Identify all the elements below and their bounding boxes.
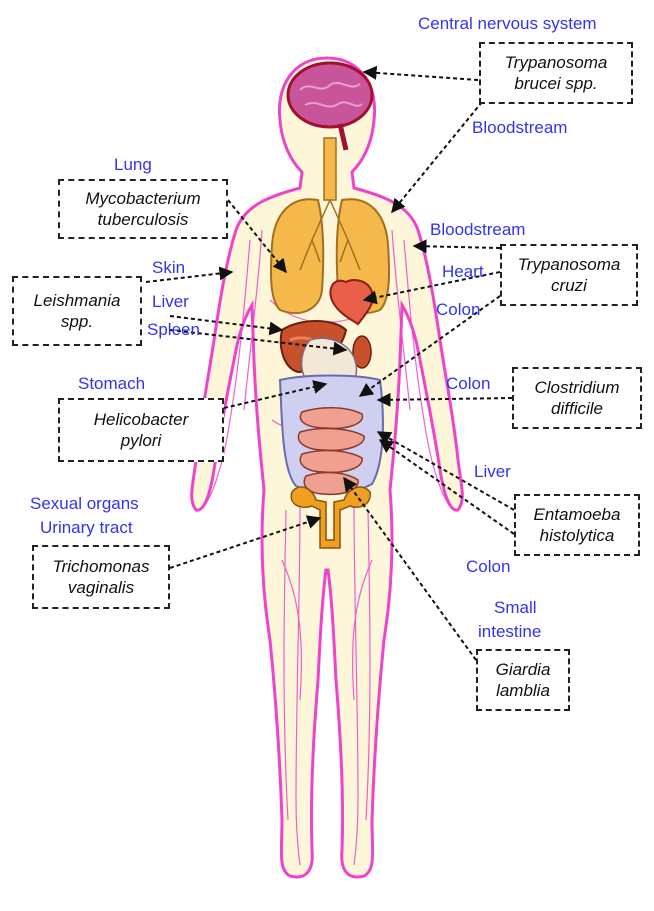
pathogen-clostridium: Clostridium difficile	[512, 367, 642, 429]
pathogen-name-line2: lamblia	[478, 680, 568, 701]
brain-organ	[288, 63, 372, 127]
label-stomach: Stomach	[78, 374, 145, 394]
pathogen-helicobacter: Helicobacter pylori	[58, 398, 224, 462]
pathogen-giardia: Giardia lamblia	[476, 649, 570, 711]
pathogen-name-line1: Leishmania	[14, 290, 140, 311]
pathogen-name-line2: tuberculosis	[60, 209, 226, 230]
pathogen-name-line2: spp.	[14, 311, 140, 332]
pathogen-entamoeba: Entamoeba histolytica	[514, 494, 640, 556]
label-spleen: Spleen	[147, 320, 200, 340]
label-sexual-organs: Sexual organs	[30, 494, 139, 514]
label-lung: Lung	[114, 155, 152, 175]
label-central-nervous-system: Central nervous system	[418, 14, 597, 34]
pathogen-name-line1: Clostridium	[514, 377, 640, 398]
pathogen-name-line1: Trypanosoma	[481, 52, 631, 73]
pathogen-leishmania: Leishmania spp.	[12, 276, 142, 346]
pathogen-name-line2: vaginalis	[34, 577, 168, 598]
pathogen-name-line1: Trypanosoma	[502, 254, 636, 275]
label-small-2: intestine	[478, 622, 541, 642]
pathogen-name-line1: Mycobacterium	[60, 188, 226, 209]
arrow-cruzi-bloodstream	[414, 246, 500, 248]
trachea	[324, 138, 336, 200]
label-urinary-tract: Urinary tract	[40, 518, 133, 538]
label-liver-left: Liver	[152, 292, 189, 312]
pathogen-trypanosoma-brucei: Trypanosoma brucei spp.	[479, 42, 633, 104]
label-liver-right: Liver	[474, 462, 511, 482]
pathogen-trichomonas: Trichomonas vaginalis	[32, 545, 170, 609]
label-skin: Skin	[152, 258, 185, 278]
pathogen-name-line1: Giardia	[478, 659, 568, 680]
label-heart: Heart	[442, 262, 484, 282]
label-colon-upper: Colon	[436, 300, 480, 320]
pathogen-name-line2: brucei spp.	[481, 73, 631, 94]
label-colon-mid: Colon	[446, 374, 490, 394]
pathogen-name-line1: Helicobacter	[60, 409, 222, 430]
pathogen-name-line1: Trichomonas	[34, 556, 168, 577]
label-bloodstream-top: Bloodstream	[472, 118, 567, 138]
pathogen-name-line2: cruzi	[502, 275, 636, 296]
pathogen-name-line2: histolytica	[516, 525, 638, 546]
pathogen-name-line1: Entamoeba	[516, 504, 638, 525]
pathogen-trypanosoma-cruzi: Trypanosoma cruzi	[500, 244, 638, 306]
pathogen-name-line2: difficile	[514, 398, 640, 419]
label-small-1: Small	[494, 598, 537, 618]
pathogen-name-line2: pylori	[60, 430, 222, 451]
label-colon-lower: Colon	[466, 557, 510, 577]
pathogen-mycobacterium: Mycobacterium tuberculosis	[58, 179, 228, 239]
arrow-brucei-bloodstream	[392, 102, 482, 212]
arrow-brucei-cns	[364, 72, 478, 80]
label-bloodstream-right: Bloodstream	[430, 220, 525, 240]
